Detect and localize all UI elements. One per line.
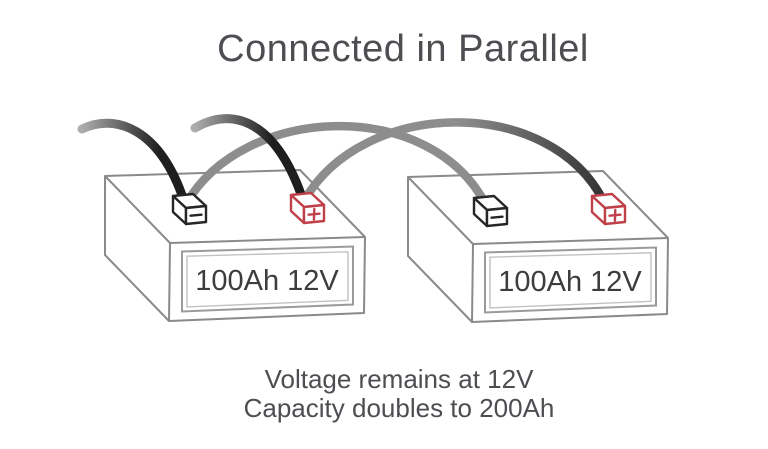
battery-1-label: 100Ah 12V	[195, 265, 339, 297]
battery-2-case	[407, 170, 669, 323]
minus-symbol	[490, 215, 504, 219]
note-line-2: Capacity doubles to 200Ah	[243, 393, 555, 423]
cable-positive-link	[299, 118, 609, 207]
battery-2-positive-terminal	[590, 192, 627, 226]
battery-2: 100Ah 12V	[407, 170, 669, 323]
note-line-1: Voltage remains at 12V	[264, 364, 534, 394]
battery-1-negative-terminal	[171, 192, 208, 226]
cable-feed-negative	[77, 118, 189, 206]
diagram-caption: Voltage remains at 12V Capacity doubles …	[0, 365, 768, 423]
cable-negative-link	[181, 121, 491, 210]
battery-1: 100Ah 12V	[104, 169, 366, 322]
plus-symbol	[608, 208, 622, 222]
diagram-title: Connected in Parallel	[217, 28, 589, 70]
battery-2-label: 100Ah 12V	[498, 266, 642, 298]
battery-2-negative-terminal	[472, 194, 509, 228]
cable-feed-positive	[190, 114, 308, 205]
plus-symbol	[307, 207, 321, 221]
battery-1-positive-terminal	[289, 191, 326, 225]
battery-1-case	[104, 169, 366, 322]
minus-symbol	[189, 213, 203, 217]
